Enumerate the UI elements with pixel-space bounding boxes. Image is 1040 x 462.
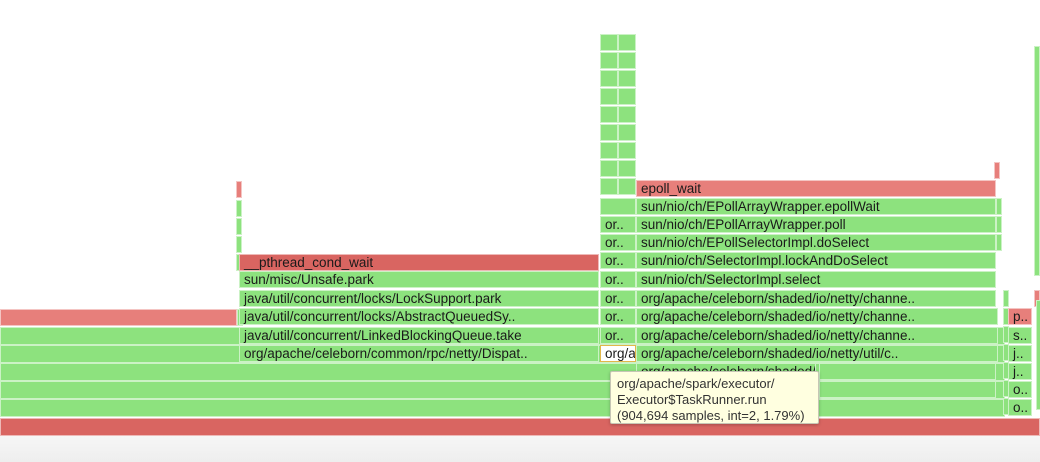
sliver-frame[interactable] — [996, 234, 1002, 251]
flame-frame[interactable]: o.. — [1008, 381, 1032, 398]
flame-frame[interactable]: java/util/concurrent/LinkedBlockingQueue… — [239, 327, 599, 344]
stack-frame[interactable] — [600, 88, 618, 105]
flame-frame[interactable]: j.. — [1008, 345, 1032, 362]
tooltip-line-2: Executor$TaskRunner.run — [617, 392, 767, 407]
flame-frame[interactable]: or.. — [600, 252, 636, 269]
flame-frame[interactable]: org/apache/spark/executor/Executor$TaskR… — [600, 345, 636, 362]
stack-frame[interactable] — [618, 142, 636, 159]
sliver-frame[interactable] — [1034, 46, 1040, 276]
frame-tooltip: org/apache/spark/executor/ Executor$Task… — [610, 371, 819, 424]
base-frame[interactable] — [0, 309, 237, 326]
stack-frame[interactable] — [600, 52, 618, 69]
flame-frame[interactable] — [819, 363, 996, 380]
flame-frame[interactable]: j.. — [1008, 363, 1032, 380]
stack-frame[interactable] — [618, 160, 636, 177]
sliver-frame[interactable] — [996, 216, 1002, 233]
flame-frame[interactable]: epoll_wait — [636, 180, 996, 197]
flame-frame[interactable]: org/apache/celeborn/shaded/io/netty/chan… — [636, 327, 998, 344]
stack-frame[interactable] — [600, 34, 618, 51]
sliver-frame[interactable] — [236, 236, 242, 253]
stack-frame[interactable] — [618, 106, 636, 123]
flame-frame[interactable]: org/apache/celeborn/shaded/io/netty/util… — [636, 345, 998, 362]
flame-frame[interactable]: org/apache/celeborn/common/rpc/netty/Dis… — [239, 345, 599, 362]
sliver-frame[interactable] — [236, 200, 242, 217]
flame-frame[interactable]: java/util/concurrent/locks/LockSupport.p… — [239, 290, 599, 307]
sliver-frame[interactable] — [1003, 290, 1009, 307]
flame-frame[interactable]: p.. — [1008, 308, 1032, 325]
flame-frame[interactable]: java/util/concurrent/locks/AbstractQueue… — [239, 308, 599, 325]
flame-frame[interactable]: org/apache/celeborn/shaded/io/netty/chan… — [636, 290, 996, 307]
sliver-frame[interactable] — [236, 218, 242, 235]
flame-frame[interactable]: sun/nio/ch/SelectorImpl.lockAndDoSelect — [636, 252, 996, 269]
stack-frame[interactable] — [618, 70, 636, 87]
flame-frame[interactable]: sun/nio/ch/EPollSelectorImpl.doSelect — [636, 234, 996, 251]
flame-frame[interactable]: or.. — [600, 271, 636, 288]
tooltip-line-1: org/apache/spark/executor/ — [617, 376, 775, 391]
stack-frame[interactable] — [600, 178, 618, 195]
flame-frame[interactable]: or.. — [600, 216, 636, 233]
stack-frame[interactable] — [618, 178, 636, 195]
stack-frame[interactable] — [618, 52, 636, 69]
flame-frame[interactable]: sun/misc/Unsafe.park — [239, 271, 599, 288]
tooltip-line-3: (904,694 samples, int=2, 1.79%) — [617, 408, 805, 423]
flame-frame[interactable]: s.. — [1008, 327, 1032, 344]
stack-frame[interactable] — [600, 106, 618, 123]
flame-frame[interactable] — [819, 381, 996, 398]
sliver-frame[interactable] — [236, 181, 242, 198]
flame-frame[interactable]: __pthread_cond_wait — [239, 254, 599, 271]
flame-frame[interactable]: sun/nio/ch/SelectorImpl.select — [636, 271, 996, 288]
flame-frame[interactable]: or.. — [600, 327, 636, 344]
stack-frame[interactable] — [618, 124, 636, 141]
flame-frame[interactable]: or.. — [600, 234, 636, 251]
root-frame[interactable] — [0, 418, 1040, 436]
stack-frame[interactable] — [600, 160, 618, 177]
sliver-frame[interactable] — [994, 162, 1000, 179]
flame-frame[interactable]: or.. — [600, 308, 636, 325]
flame-frame[interactable]: or.. — [600, 290, 636, 307]
sliver-frame[interactable] — [1036, 300, 1040, 410]
flame-frame[interactable]: sun/nio/ch/EPollArrayWrapper.epollWait — [636, 198, 996, 215]
base-frame[interactable] — [0, 399, 1005, 417]
stack-frame[interactable] — [600, 142, 618, 159]
bottom-scroll-area — [0, 436, 1040, 462]
stack-frame[interactable] — [618, 34, 636, 51]
flame-frame[interactable]: o.. — [1008, 399, 1032, 416]
flame-frame[interactable]: sun/nio/ch/EPollArrayWrapper.poll — [636, 216, 996, 233]
stack-frame[interactable] — [600, 198, 636, 215]
stack-frame[interactable] — [600, 124, 618, 141]
sliver-frame[interactable] — [996, 198, 1002, 215]
flame-frame[interactable]: org/apache/celeborn/shaded/io/netty/chan… — [636, 308, 998, 325]
stack-frame[interactable] — [618, 88, 636, 105]
stack-frame[interactable] — [600, 70, 618, 87]
